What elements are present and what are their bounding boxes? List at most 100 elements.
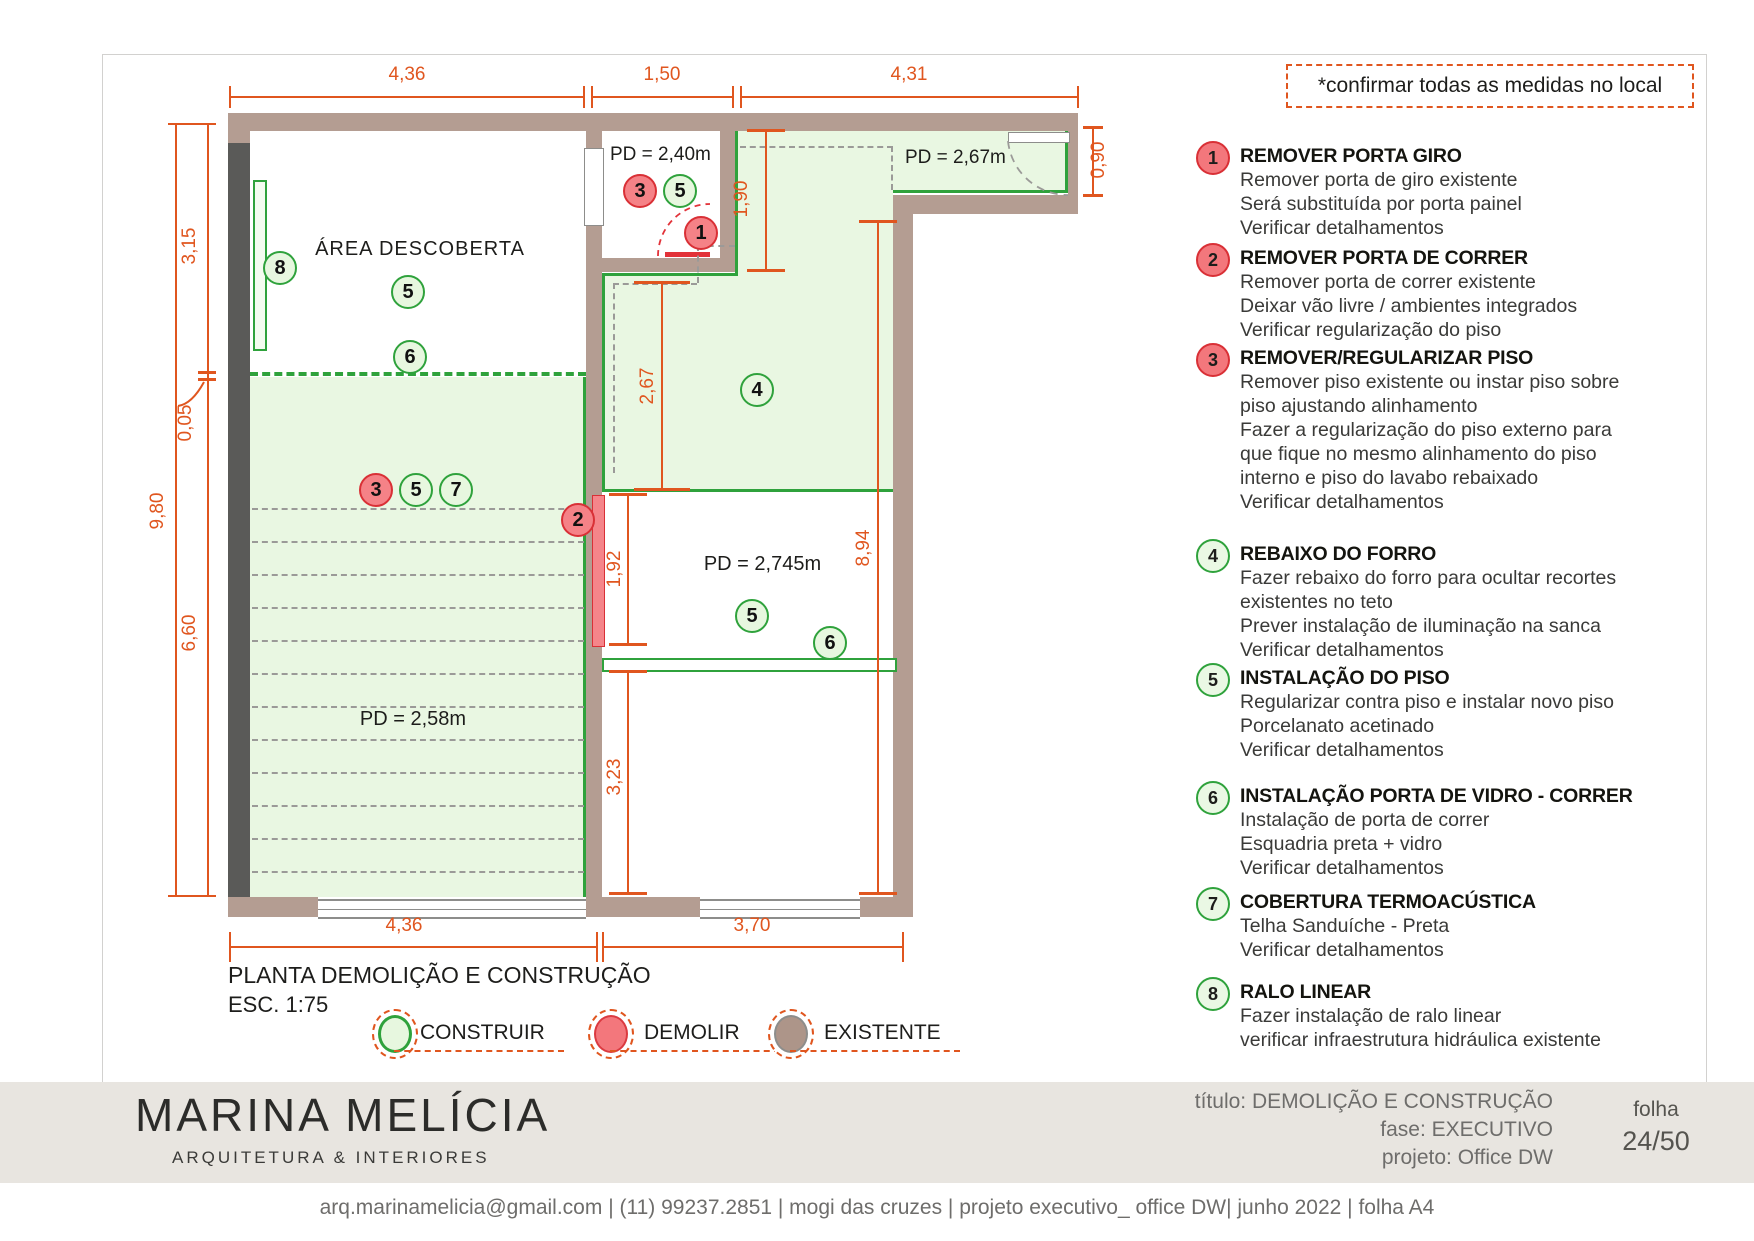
ceiling-hatch-line (252, 871, 584, 873)
demolish-sliding-door (592, 495, 605, 647)
note-text: *confirmar todas as medidas no local (1317, 74, 1663, 97)
legend-title: INSTALAÇÃO DO PISO (1240, 667, 1450, 689)
legend-badge-7: 7 (1196, 887, 1230, 921)
titleblock-projeto: projeto: Office DW (1381, 1146, 1553, 1169)
dim-tick (168, 123, 216, 125)
swatch-construir-label: CONSTRUIR (420, 1021, 545, 1044)
dim-tick (1083, 126, 1103, 129)
plan-badge-3: 3 (623, 174, 657, 208)
dim-tick (740, 86, 742, 108)
ceiling-hatch-line (252, 508, 584, 510)
footer-band (0, 1082, 1754, 1183)
room-label-pd258: PD = 2,58m (359, 708, 467, 730)
legend-title: REMOVER PORTA GIRO (1240, 145, 1462, 167)
dim-tick (591, 86, 593, 108)
ceiling-recess-dashed (613, 283, 697, 285)
legend-line: Verificar detalhamentos (1240, 939, 1444, 961)
dim-label: 3,70 (733, 915, 771, 936)
plan-badge-5: 5 (399, 473, 433, 507)
dim-tick (596, 932, 598, 962)
room-label-pd2745: PD = 2,745m (703, 553, 822, 575)
dim-label: 6,60 (179, 614, 200, 652)
wall-left-corner (228, 131, 250, 145)
construir-edge-mid-top (602, 273, 738, 276)
dim-line (603, 946, 903, 948)
ceiling-hatch-line (252, 739, 584, 741)
legend-badge-6: 6 (1196, 781, 1230, 815)
plan-badge-5: 5 (391, 275, 425, 309)
dim-line (1092, 127, 1094, 196)
dim-tick (168, 895, 216, 897)
dim-label: 8,94 (853, 529, 874, 567)
dim-tick (609, 643, 647, 646)
room-fill-construir-middle (738, 131, 893, 492)
ceiling-recess-dashed (697, 245, 699, 283)
legend-badge-8: 8 (1196, 977, 1230, 1011)
plan-scale: ESC. 1:75 (228, 992, 329, 1017)
ceiling-recess-dashed (740, 146, 893, 148)
dim-line (230, 96, 584, 98)
construir-edge-corridor-right (1065, 131, 1068, 193)
legend-line: Verificar detalhamentos (1240, 739, 1444, 761)
dim-tick (229, 86, 231, 108)
legend-line: Remover piso existente ou instar piso so… (1240, 371, 1620, 393)
plan-badge-1: 1 (684, 216, 718, 250)
contact-line: arq.marinamelicia@gmail.com | (11) 99237… (319, 1196, 1435, 1219)
existing-door-leaf (1008, 132, 1070, 143)
legend-line: Verificar detalhamentos (1240, 857, 1444, 879)
plan-badge-6: 6 (813, 626, 847, 660)
legend-item-3: 3 REMOVER/REGULARIZAR PISO Remover piso … (1196, 343, 1716, 514)
dim-tick (583, 86, 585, 108)
plan-badge-5: 5 (663, 174, 697, 208)
plan-badge-4: 4 (740, 373, 774, 407)
dim-label: 2,67 (637, 367, 658, 405)
sheet-number-block: folha 24/50 (1606, 1098, 1706, 1157)
construir-edge-mid-bottom (602, 489, 893, 492)
dim-line (207, 124, 209, 897)
plan-badge-6: 6 (393, 340, 427, 374)
construir-edge-left-room (583, 377, 586, 897)
plan-title: PLANTA DEMOLIÇÃO E CONSTRUÇÃO (228, 962, 651, 988)
ceiling-hatch-line (252, 541, 584, 543)
legend-title: REMOVER PORTA DE CORRER (1240, 247, 1528, 269)
legend-line: Verificar detalhamentos (1240, 491, 1444, 513)
room-label-area-descoberta: ÁREA DESCOBERTA (315, 238, 525, 260)
dim-line (592, 96, 733, 98)
confirm-measures-note: *confirmar todas as medidas no local (1286, 64, 1694, 108)
dim-tick (609, 892, 647, 895)
ceiling-recess-dashed (697, 245, 735, 247)
plan-badge-3: 3 (359, 473, 393, 507)
dim-tick (1077, 86, 1079, 108)
legend-line: verificar infraestrutura hidráulica exis… (1240, 1029, 1601, 1051)
dim-tick (198, 378, 216, 381)
dim-line (230, 946, 597, 948)
dim-label: 4,31 (890, 64, 928, 85)
legend-line: Fazer instalação de ralo linear (1240, 1005, 1502, 1027)
construir-edge-mid-left (602, 275, 605, 492)
demolish-swing-door-leaf (665, 252, 710, 257)
ceiling-hatch-line (252, 673, 584, 675)
ceiling-recess-dashed (891, 146, 893, 190)
legend-line: Verificar regularização do piso (1240, 319, 1502, 341)
dim-tick (1083, 194, 1103, 197)
legend-badge-3: 3 (1196, 343, 1230, 377)
dim-tick (859, 220, 897, 223)
wall-smallroom-right (720, 131, 735, 263)
legend-title: INSTALAÇÃO PORTA DE VIDRO - CORRER (1240, 785, 1633, 807)
legend-item-2: 2 REMOVER PORTA DE CORRER Remover porta … (1196, 243, 1716, 342)
legend-line: Remover porta de correr existente (1240, 271, 1536, 293)
wall-smallroom-bottom (586, 258, 735, 272)
wall-top (228, 113, 1078, 131)
ceiling-hatch-line (252, 574, 584, 576)
ceiling-hatch-line (252, 772, 584, 774)
titleblock-fase: fase: EXECUTIVO (1380, 1118, 1553, 1141)
room-label-pd240: PD = 2,40m (610, 144, 711, 165)
dim-tick (609, 670, 647, 673)
swatch-dash (610, 1050, 780, 1052)
dim-tick (747, 269, 785, 272)
legend-line: piso ajustando alinhamento (1240, 395, 1478, 417)
legend-badge-1: 1 (1196, 141, 1230, 175)
legend-badge-4: 4 (1196, 539, 1230, 573)
legend-title: REBAIXO DO FORRO (1240, 543, 1437, 565)
